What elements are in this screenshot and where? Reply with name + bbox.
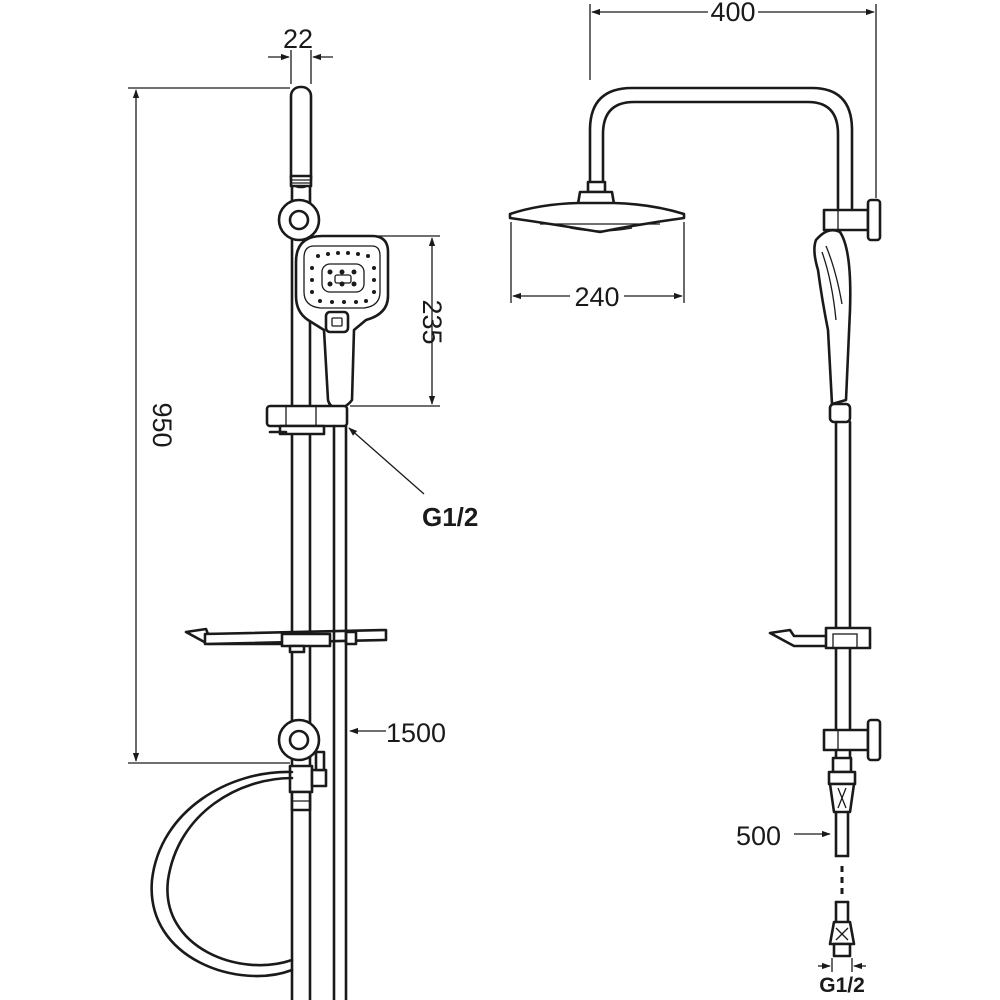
soap-dish: [184, 627, 388, 654]
diverter-connection: [288, 750, 328, 812]
label-connection-left: G1/2: [422, 502, 478, 532]
upper-wall-bracket: [277, 198, 321, 242]
overhead-connector: [576, 180, 616, 206]
label-total-height: 950: [147, 402, 177, 447]
dimension-arm-reach: 400: [589, 0, 877, 198]
leader-pipe-length: 500: [736, 821, 831, 851]
riser-rail-right: [834, 420, 852, 762]
pipe-segment: [834, 810, 850, 858]
nozzle-pattern: [310, 251, 376, 304]
leader-hose-length: 1500: [349, 718, 446, 748]
dimension-connection-bottom: G1/2: [818, 958, 866, 997]
label-hose-length: 1500: [386, 718, 446, 748]
bottom-connector: [828, 900, 856, 958]
diverter-right: [827, 756, 857, 814]
hose-vertical: [332, 424, 348, 1000]
leader-connection-left: G1/2: [348, 427, 478, 532]
dimension-hand-shower: 235: [350, 235, 447, 407]
left-view: 22 950 235 G1/2 1500: [128, 24, 478, 1000]
dimension-overhead-diameter: 240: [510, 222, 685, 312]
rail-top-cap: [289, 85, 313, 189]
hose: [150, 770, 294, 978]
lower-wall-bracket-right: [822, 718, 882, 762]
hand-shower-side: [813, 228, 852, 424]
dimension-total-height: 950: [128, 87, 290, 764]
shower-arm: [588, 86, 854, 210]
lower-wall-bracket: [277, 718, 321, 762]
label-overhead-diameter: 240: [574, 282, 619, 312]
label-arm-reach: 400: [710, 0, 755, 27]
label-width-top: 22: [283, 24, 313, 54]
label-pipe-length: 500: [736, 821, 781, 851]
overhead-shower-head: [508, 201, 686, 234]
soap-dish-right: [768, 626, 872, 650]
label-hand-shower-height: 235: [417, 299, 447, 344]
slide-holder: [265, 404, 349, 436]
right-view: 400 240 500 G1/2: [508, 0, 882, 997]
upper-wall-bracket-right: [822, 198, 882, 242]
label-connection-bottom: G1/2: [819, 974, 865, 997]
dimension-width-top: 22: [268, 24, 333, 84]
